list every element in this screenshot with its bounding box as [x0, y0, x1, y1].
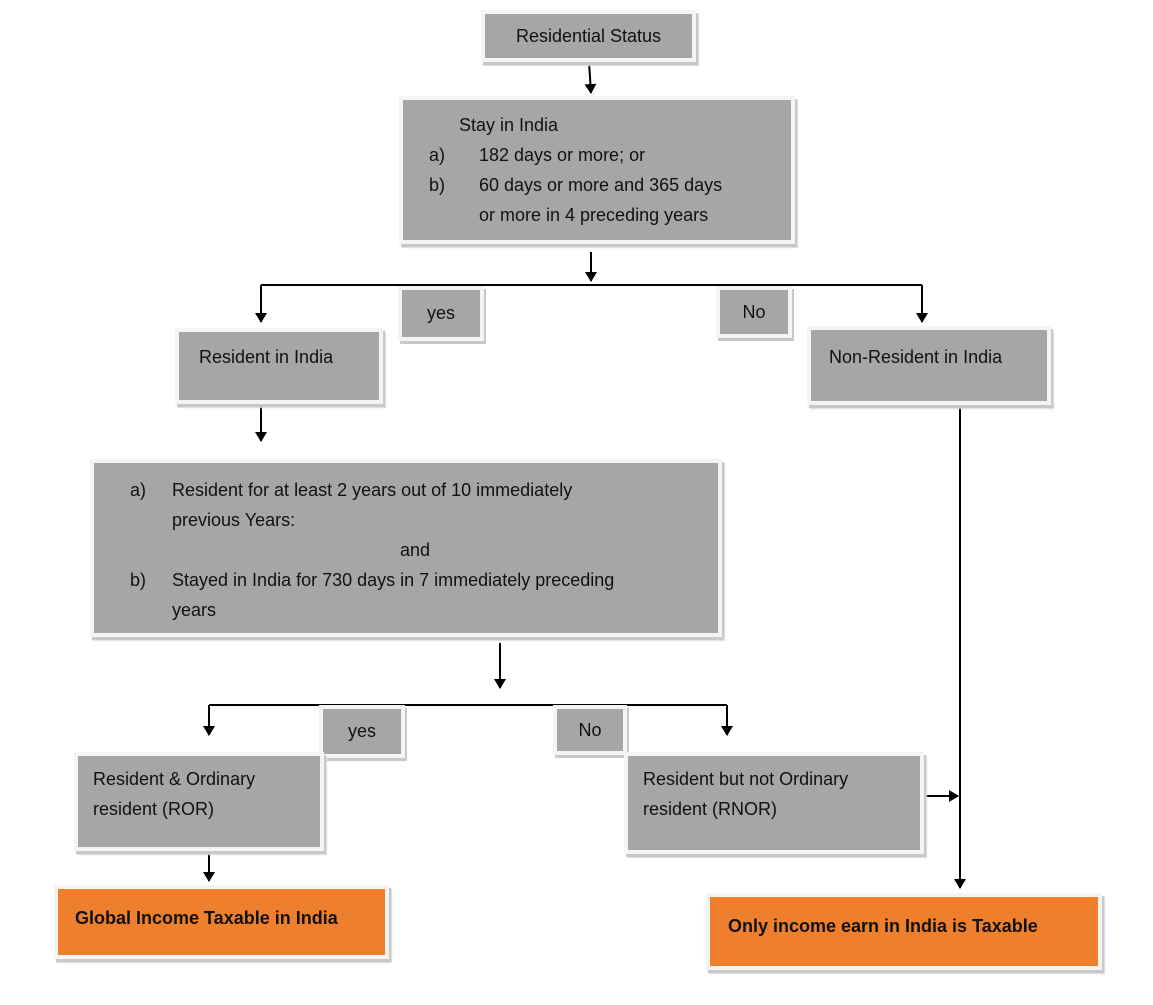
no-label-2: No [553, 705, 627, 755]
ror-label-line-1: Resident & Ordinary [93, 769, 256, 789]
yes-label-1-text: yes [426, 303, 455, 323]
yes-label-2: yes [319, 705, 405, 758]
ror-label-line-2: resident (ROR) [93, 799, 215, 819]
ror-box: Resident & Ordinary resident (ROR) [74, 752, 324, 851]
india-income-result-box: Only income earn in India is Taxable [706, 893, 1102, 970]
india-income-result-label: Only income earn in India is Taxable [728, 916, 1038, 936]
stay-condition-a: a) 182 days or more; or [429, 140, 791, 170]
stay-in-india-heading: Stay in India [459, 115, 559, 135]
yes-label-2-text: yes [347, 721, 376, 741]
non-resident-in-india-label: Non-Resident in India [829, 347, 1003, 367]
ror-condition-b: b) Stayed in India for 730 days in 7 imm… [130, 565, 718, 625]
arrow-status-to-stay [584, 61, 597, 94]
stay-condition-a-marker: a) [429, 145, 446, 165]
no-label-1-text: No [742, 301, 766, 322]
stay-condition-b-marker: b) [429, 175, 446, 195]
yes-label-1: yes [398, 286, 484, 341]
non-resident-in-india-box: Non-Resident in India [807, 326, 1051, 405]
global-income-result-box: Global Income Taxable in India [54, 885, 389, 959]
stay-condition-b-line-1: 60 days or more and 365 days [479, 175, 723, 195]
rnor-label-line-2: resident (RNOR) [643, 799, 778, 819]
residential-status-label: Residential Status [515, 26, 662, 46]
rnor-box: Resident but not Ordinary resident (RNOR… [624, 752, 924, 854]
rnor-label-line-1: Resident but not Ordinary [643, 769, 849, 789]
ror-conditions-connector: and [400, 540, 431, 560]
stay-in-india-box: Stay in India a) 182 days or more; or b)… [399, 96, 795, 244]
residential-status-box: Residential Status [481, 10, 696, 62]
stay-condition-a-text: 182 days or more; or [479, 145, 646, 165]
ror-condition-a: a) Resident for at least 2 years out of … [130, 475, 718, 535]
no-label-2-text: No [578, 719, 602, 740]
resident-in-india-label: Resident in India [199, 347, 334, 367]
ror-condition-a-line-1: Resident for at least 2 years out of 10 … [172, 480, 573, 500]
ror-condition-b-line-2: years [172, 600, 217, 620]
stay-condition-b-line-2: or more in 4 preceding years [479, 205, 709, 225]
no-label-1: No [716, 286, 792, 338]
stay-condition-b: b) 60 days or more and 365 days or more … [429, 170, 791, 230]
ror-condition-a-marker: a) [130, 480, 147, 500]
ror-condition-a-line-2: previous Years: [172, 510, 296, 530]
ror-condition-b-line-1: Stayed in India for 730 days in 7 immedi… [172, 570, 615, 590]
resident-in-india-box: Resident in India [175, 328, 383, 404]
ror-conditions-box: a) Resident for at least 2 years out of … [90, 459, 722, 637]
ror-condition-b-marker: b) [130, 570, 147, 590]
global-income-result-label: Global Income Taxable in India [75, 908, 338, 928]
